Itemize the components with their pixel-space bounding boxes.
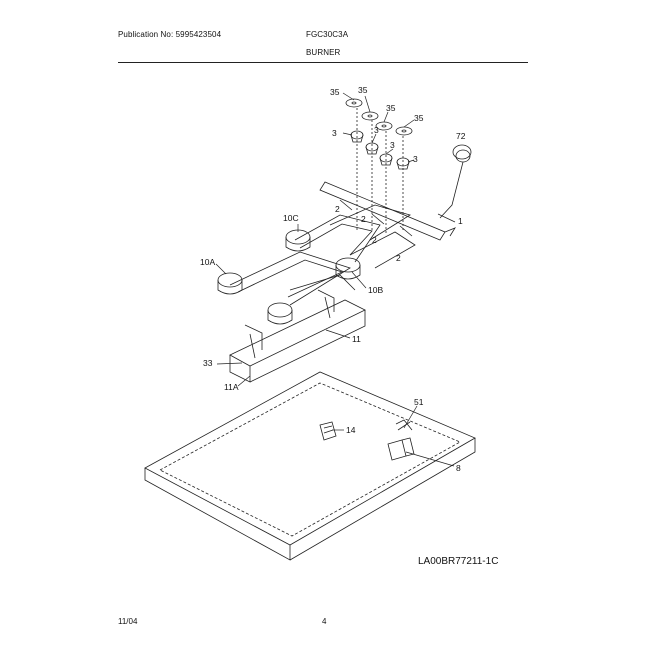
callout-33: 33 <box>203 358 213 368</box>
section-title: BURNER <box>306 48 341 57</box>
orifice-parts <box>350 130 410 170</box>
callout-35d: 35 <box>414 113 424 123</box>
publication-number: Publication No: 5995423504 <box>118 30 222 39</box>
knob <box>439 144 472 219</box>
callout-labels: 35 35 35 35 72 3 3 3 3 1 10C 2 2 2 2 10A… <box>200 85 466 473</box>
callout-2a: 2 <box>335 204 340 214</box>
footer-page-number: 4 <box>322 617 327 626</box>
burner-tubes <box>229 204 416 306</box>
callout-72: 72 <box>456 131 466 141</box>
callout-3c: 3 <box>390 140 395 150</box>
callout-35a: 35 <box>330 87 340 97</box>
callout-10c: 10C <box>283 213 299 223</box>
burner-heads <box>217 229 361 325</box>
callout-8: 8 <box>456 463 461 473</box>
footer-date: 11/04 <box>118 617 138 626</box>
callout-3d: 3 <box>413 154 418 164</box>
callout-1: 1 <box>458 216 463 226</box>
callout-2b: 2 <box>361 214 366 224</box>
model-number: FGC30C3A <box>306 30 349 39</box>
diagram-code: LA00BR77211-1C <box>418 556 498 567</box>
callout-51: 51 <box>414 397 424 407</box>
callout-2c: 2 <box>372 235 377 245</box>
assembly-axes <box>356 108 404 235</box>
callout-3a: 3 <box>332 128 337 138</box>
callout-35b: 35 <box>358 85 368 95</box>
header-rule <box>118 62 528 63</box>
gas-manifold <box>319 181 456 241</box>
callout-14: 14 <box>346 425 356 435</box>
callout-11a: 11A <box>224 382 239 392</box>
manifold-bracket <box>229 289 366 383</box>
callout-35c: 35 <box>386 103 396 113</box>
callout-10b: 10B <box>368 285 383 295</box>
callout-11: 11 <box>352 334 361 344</box>
washers <box>345 98 413 136</box>
leader-lines <box>215 92 456 467</box>
callout-10a: 10A <box>200 257 215 267</box>
callout-2d: 2 <box>396 253 401 263</box>
igniter <box>319 421 337 441</box>
burner-tray <box>144 371 476 561</box>
callout-3b: 3 <box>374 125 379 135</box>
spark-module <box>387 419 415 461</box>
